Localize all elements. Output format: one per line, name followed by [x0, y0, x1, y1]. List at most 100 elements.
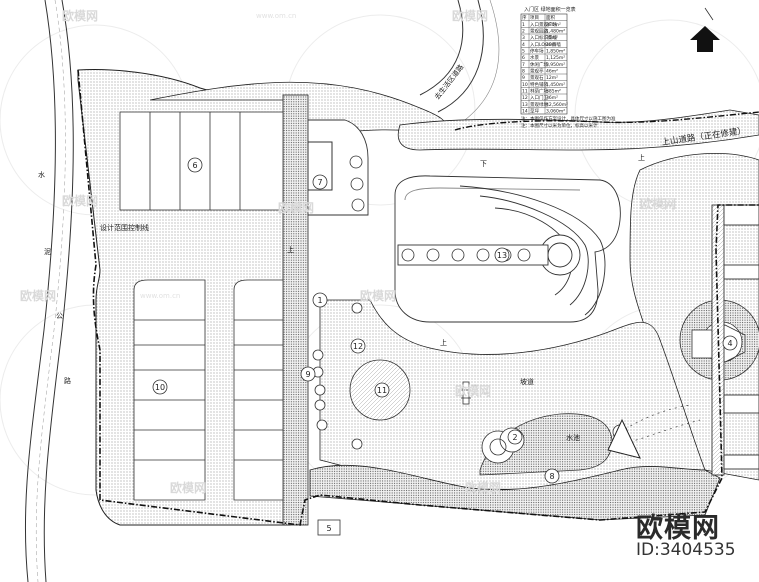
legend-cell: 1,450m² [546, 82, 565, 88]
parking-top [119, 111, 284, 211]
legend-header-cell: 面积 [546, 14, 555, 21]
marker-label-1: 1 [317, 296, 322, 305]
brand-id: ID:3404535 [636, 540, 736, 560]
green-band-bottom [309, 464, 721, 521]
marker-5 [317, 519, 341, 536]
marker-label-6: 6 [192, 161, 197, 170]
legend-grid [521, 14, 567, 114]
watermark-logo: 欧模网 [20, 288, 56, 303]
plant-circles-top [349, 155, 365, 212]
legend-cell: 4 [522, 42, 525, 48]
marker-label-9: 9 [305, 370, 310, 379]
parking-bottom-right [233, 279, 284, 501]
marker-6 [187, 157, 203, 173]
marker-label-5: 5 [326, 524, 331, 533]
legend-cell: 1 [522, 22, 525, 28]
legend-cell: 休闲广场 [530, 61, 548, 68]
legend-cell: 入口门卫 [530, 94, 548, 101]
legend-note-1: 注：本图仅作方案设计，具体尺寸以施工图为准 [521, 115, 616, 122]
design-boundary-line-top [454, 111, 759, 131]
legend-cell: 入口标识景墙 [530, 34, 557, 41]
legend-cell: 14 [522, 109, 528, 115]
marker-label-10: 10 [155, 383, 165, 392]
legend-cell: 景观绿地 [530, 101, 548, 108]
road-char-2: 泥 [44, 248, 51, 256]
marker-label-12: 12 [353, 342, 363, 351]
road-left-label: 水 泥 公 路 [38, 170, 71, 385]
legend-cell: 13 [522, 102, 528, 108]
watermark-logo: 欧模网 [62, 8, 98, 23]
legend-header-cell: 项目 [530, 15, 539, 21]
road-char-3: 公 [56, 312, 63, 320]
walkway-strip [282, 94, 309, 526]
top-road [419, 0, 500, 126]
legend-cell: 入口景观广场 [530, 21, 557, 28]
legend-cell: 水景 [530, 54, 539, 61]
watermark-url: www.om.cn [140, 292, 180, 300]
legend-cell: 385m² [546, 89, 561, 95]
marker-label-13: 13 [497, 251, 507, 260]
marker-1 [312, 292, 328, 308]
legend-cell: 草坪 [530, 108, 539, 115]
fountain-plaza [394, 175, 621, 323]
legend-cell: 10 [522, 82, 528, 88]
legend-cell: 8 [522, 69, 525, 75]
legend-cell: 景观石 [530, 75, 544, 81]
legend-cell: 7 [522, 62, 525, 68]
legend-cell: 2 [522, 29, 525, 35]
marker-8 [544, 468, 560, 484]
watermark-logo: 欧模网 [465, 480, 501, 495]
watermark-logo: 欧模网 [360, 288, 396, 303]
marker-4 [722, 335, 738, 351]
left-road [24, 0, 74, 582]
direction-arrow-icon [607, 418, 641, 459]
legend-cell: 3,060m² [546, 109, 565, 115]
design-boundary-line [77, 69, 759, 526]
marker-label-8: 8 [549, 472, 554, 481]
watermark-logo: 欧模网 [452, 8, 488, 23]
watermark-logo: 欧模网 [455, 383, 491, 398]
legend-cell: 9 [522, 75, 525, 81]
legend-cell: 48m² [546, 42, 558, 48]
green-band-top [397, 109, 759, 151]
marker-13 [494, 247, 510, 263]
marker-label-7: 7 [317, 178, 322, 187]
legend-cell: 380m² [546, 22, 561, 28]
legend-cell: 停车场 [530, 48, 544, 55]
legend-cell: 3 [522, 35, 525, 41]
watermark-logo: 欧模网 [640, 196, 676, 211]
marker-11 [374, 382, 390, 398]
legend-header-cell: 序 [522, 14, 527, 21]
legend-cell: 12m² [546, 75, 558, 81]
legend-cell: 林荫广场 [530, 88, 548, 95]
water-mark: 水池 [566, 433, 580, 442]
marker-label-11: 11 [377, 386, 387, 395]
legend-cell: 特色铺装 [530, 81, 548, 88]
legend-cell: 1,850m² [546, 49, 565, 55]
watermark-logo: 欧模网 [62, 193, 98, 208]
legend-cell: 1,125m² [546, 55, 565, 61]
legend-cell: 35m² [546, 35, 558, 41]
watermark-url: www.om.cn [256, 12, 296, 20]
bench [461, 381, 471, 405]
legend-cell: 入口LOGO景墙 [530, 41, 561, 48]
boundary-label: 设计范围控制线 [100, 223, 149, 232]
marker-7 [312, 174, 328, 190]
marker-label-4: 4 [727, 339, 732, 348]
marker-12 [350, 338, 366, 354]
plant-circles-middle [312, 302, 363, 450]
brand-watermark: 欧模网 [636, 513, 720, 544]
watermark-logo: 欧模网 [170, 480, 206, 495]
watermark-logo: 欧模网 [278, 200, 314, 215]
marker-10 [152, 379, 168, 395]
road-char-4: 路 [64, 376, 71, 385]
legend-cell: 42,560m² [546, 102, 568, 108]
legend-cell: 11 [522, 89, 528, 95]
road-char-1: 水 [38, 170, 45, 179]
up-mark-right: 上 [638, 153, 645, 162]
marker-labels: 1 2 3 4 5 6 7 8 9 10 11 12 13 [155, 161, 733, 533]
marker-2 [507, 429, 523, 445]
